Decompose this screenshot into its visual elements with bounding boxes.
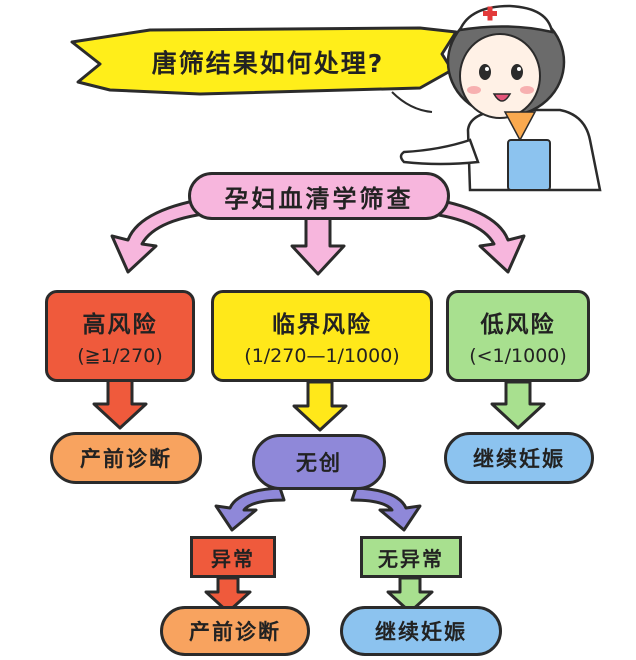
root-screening-label: 孕妇血清学筛查	[224, 184, 414, 213]
arrow-abnormal-down	[204, 576, 252, 614]
border-risk-range: (1/270—1/1000)	[244, 345, 400, 367]
noninvasive-test-node: 无创	[252, 434, 386, 490]
low-risk-continue-pregnancy: 继续妊娠	[444, 432, 594, 484]
abnormal-result-label: 异常	[211, 546, 255, 571]
arrow-border-down	[292, 380, 348, 432]
abnormal-prenatal-diagnosis-label: 产前诊断	[189, 620, 281, 644]
arrow-to-border-risk	[290, 216, 346, 276]
high-risk-prenatal-diagnosis: 产前诊断	[50, 432, 202, 484]
low-risk-label: 低风险	[480, 312, 556, 338]
noninvasive-branch-arrows	[214, 486, 422, 532]
page-title: 唐筛结果如何处理?	[151, 49, 385, 78]
high-risk-label: 高风险	[82, 312, 158, 338]
nurse-illustration	[391, 4, 602, 192]
normal-result-node: 无异常	[360, 536, 462, 578]
arrow-normal-down	[386, 576, 434, 614]
low-risk-box: 低风险 (<1/1000)	[446, 290, 590, 382]
root-screening-node: 孕妇血清学筛查	[188, 172, 450, 220]
normal-result-label: 无异常	[378, 546, 444, 571]
normal-continue-pregnancy-label: 继续妊娠	[375, 620, 467, 644]
abnormal-prenatal-diagnosis: 产前诊断	[160, 606, 310, 656]
border-risk-label: 临界风险	[272, 312, 372, 338]
low-risk-continue-pregnancy-label: 继续妊娠	[473, 447, 565, 471]
arrow-high-down	[92, 378, 148, 430]
high-risk-box: 高风险 (≧1/270)	[45, 290, 195, 382]
high-risk-range: (≧1/270)	[77, 345, 163, 367]
root-branch-arrows	[110, 195, 526, 276]
abnormal-result-node: 异常	[190, 536, 276, 578]
border-risk-box: 临界风险 (1/270—1/1000)	[211, 290, 433, 382]
noninvasive-test-label: 无创	[296, 451, 342, 475]
arrow-to-low-risk	[414, 195, 526, 274]
arrow-to-high-risk	[110, 195, 222, 274]
arrow-low-down	[490, 380, 546, 430]
high-risk-prenatal-diagnosis-label: 产前诊断	[80, 447, 172, 471]
title-banner	[70, 26, 458, 96]
normal-continue-pregnancy: 继续妊娠	[340, 606, 502, 656]
low-risk-range: (<1/1000)	[469, 345, 567, 367]
